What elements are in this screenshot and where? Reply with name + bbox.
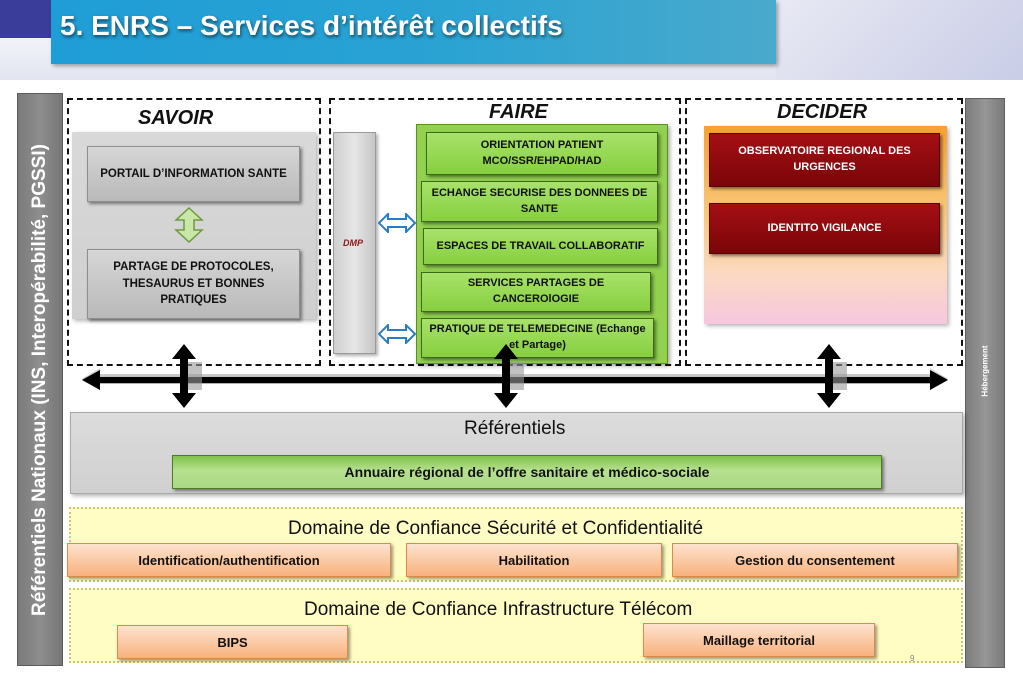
annuaire-label: Annuaire régional de l’offre sanitaire e…: [344, 464, 710, 480]
faire-service-label: ECHANGE SECURISE DES DONNEES DE SANTE: [431, 186, 648, 215]
decider-service-label: IDENTITO VIGILANCE: [767, 221, 882, 234]
header-decoration: [776, 0, 1023, 80]
faire-service-box: ESPACES DE TRAVAIL COLLABORATIF: [423, 228, 658, 265]
referentiels-nationaux-bar: Référentiels Nationaux (INS, Interopérab…: [17, 93, 63, 666]
faire-service-label: PRATIQUE DE TELEMEDECINE (Echange et Par…: [429, 323, 646, 351]
faire-service-box: ECHANGE SECURISE DES DONNEES DE SANTE: [421, 181, 658, 222]
double-arrow-vertical-icon: [174, 207, 204, 243]
faire-service-label: ESPACES DE TRAVAIL COLLABORATIF: [436, 239, 645, 252]
telecom-item-label: Maillage territorial: [703, 632, 815, 648]
telecom-item-label: BIPS: [217, 634, 248, 650]
securite-item-box: Gestion du consentement: [672, 543, 958, 577]
faire-service-box: PRATIQUE DE TELEMEDECINE (Echange et Par…: [421, 318, 654, 358]
faire-service-label: SERVICES PARTAGES DE CANCEROlOGIE: [467, 277, 605, 305]
page-number: 9: [910, 654, 915, 663]
decider-service-box: IDENTITO VIGILANCE: [709, 203, 940, 254]
annuaire-regional-box: Annuaire régional de l’offre sanitaire e…: [172, 455, 882, 489]
decider-service-label: OBSERVATOIRE REGIONAL DES URGENCES: [738, 145, 911, 173]
securite-item-label: Gestion du consentement: [735, 552, 895, 568]
dmp-label: DMP: [343, 238, 363, 248]
securite-item-label: Habilitation: [498, 552, 570, 568]
decider-section: [685, 98, 963, 366]
hebergement-bar: Hébergement: [965, 98, 1005, 668]
connector-arrows: [82, 344, 948, 408]
telecom-item-box: BIPS: [117, 625, 348, 659]
portail-label: PORTAIL D’INFORMATION SANTE: [100, 167, 287, 180]
partage-protocoles-box: PARTAGE DE PROTOCOLES, THESAURUS ET BONN…: [87, 249, 300, 319]
dmp-link-arrow-bottom-icon: [378, 324, 416, 344]
portail-information-sante-box: PORTAIL D’INFORMATION SANTE: [87, 146, 300, 202]
decider-service-box: OBSERVATOIRE REGIONAL DES URGENCES: [709, 133, 940, 187]
telecom-item-box: Maillage territorial: [643, 623, 875, 657]
faire-service-box: ORIENTATION PATIENT MCO/SSR/EHPAD/HAD: [426, 132, 658, 175]
faire-title: FAIRE: [489, 101, 548, 123]
hebergement-label: Hébergement: [980, 345, 990, 397]
slide-title: 5. ENRS – Services d’intérêt collectifs: [60, 10, 563, 41]
securite-item-box: Identification/authentification: [67, 543, 391, 577]
partage-label: PARTAGE DE PROTOCOLES, THESAURUS ET BONN…: [113, 260, 274, 307]
title-bar: [51, 0, 776, 64]
securite-item-box: Habilitation: [406, 543, 662, 577]
vertical-double-arrow-faire-icon: [494, 344, 524, 408]
faire-service-label: ORIENTATION PATIENT MCO/SSR/EHPAD/HAD: [480, 138, 604, 167]
dmp-link-arrow-top-icon: [378, 213, 416, 233]
decider-title: DECIDER: [777, 101, 868, 123]
savoir-title: SAVOIR: [138, 107, 214, 129]
header-accent: [0, 0, 52, 38]
referentiels-title: Référentiels: [464, 418, 566, 439]
vertical-double-arrow-decider-icon: [817, 344, 847, 408]
vertical-double-arrow-savoir-icon: [172, 344, 202, 408]
securite-item-label: Identification/authentification: [138, 552, 320, 568]
faire-service-box: SERVICES PARTAGES DE CANCEROlOGIE: [421, 272, 651, 312]
referentiels-nationaux-label: Référentiels Nationaux (INS, Interopérab…: [29, 143, 50, 616]
securite-title: Domaine de Confiance Sécurité et Confide…: [288, 518, 704, 539]
dmp-bar: [333, 132, 376, 354]
telecom-title: Domaine de Confiance Infrastructure Télé…: [304, 599, 693, 620]
